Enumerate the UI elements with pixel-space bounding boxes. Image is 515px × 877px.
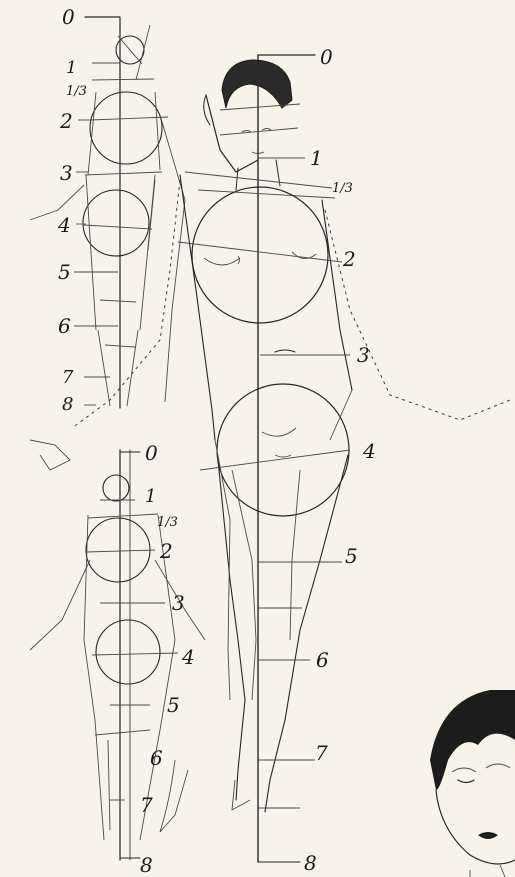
label-1: 1 [145, 486, 156, 507]
partial-face-sketch [430, 690, 515, 877]
center-labels: 0 1 1/3 2 3 4 5 6 7 8 [304, 45, 376, 875]
label-1-3: 1/3 [66, 84, 87, 99]
label-7: 7 [140, 793, 153, 817]
label-1: 1 [310, 146, 323, 170]
top-left-labels: 0 1 1/3 2 3 4 5 6 7 8 [57, 5, 87, 415]
label-4: 4 [57, 213, 71, 237]
label-2: 2 [59, 109, 73, 133]
label-1-3: 1/3 [332, 181, 353, 196]
label-6: 6 [316, 648, 329, 672]
label-1: 1 [66, 58, 77, 78]
label-7: 7 [62, 367, 74, 388]
label-5: 5 [58, 260, 71, 284]
label-8: 8 [62, 394, 73, 415]
label-8: 8 [304, 851, 317, 875]
label-4: 4 [181, 645, 195, 669]
label-3: 3 [172, 591, 185, 615]
label-6: 6 [150, 746, 163, 770]
label-3: 3 [357, 343, 370, 367]
bottom-left-labels: 0 1 1/3 2 3 4 5 6 7 8 [140, 441, 195, 877]
label-0: 0 [145, 441, 158, 465]
label-3: 3 [60, 161, 73, 185]
label-2: 2 [342, 247, 356, 271]
center-hair [222, 60, 292, 108]
label-1-3: 1/3 [157, 515, 178, 530]
label-5: 5 [345, 544, 358, 568]
label-2: 2 [159, 539, 173, 563]
label-6: 6 [58, 314, 71, 338]
label-0: 0 [62, 5, 75, 29]
label-4: 4 [362, 439, 376, 463]
label-8: 8 [140, 853, 153, 877]
label-0: 0 [320, 45, 333, 69]
label-7: 7 [315, 741, 328, 765]
top-left-figure [30, 17, 185, 408]
face-hair [430, 690, 515, 790]
label-5: 5 [167, 693, 180, 717]
bottom-left-figure [30, 440, 205, 860]
